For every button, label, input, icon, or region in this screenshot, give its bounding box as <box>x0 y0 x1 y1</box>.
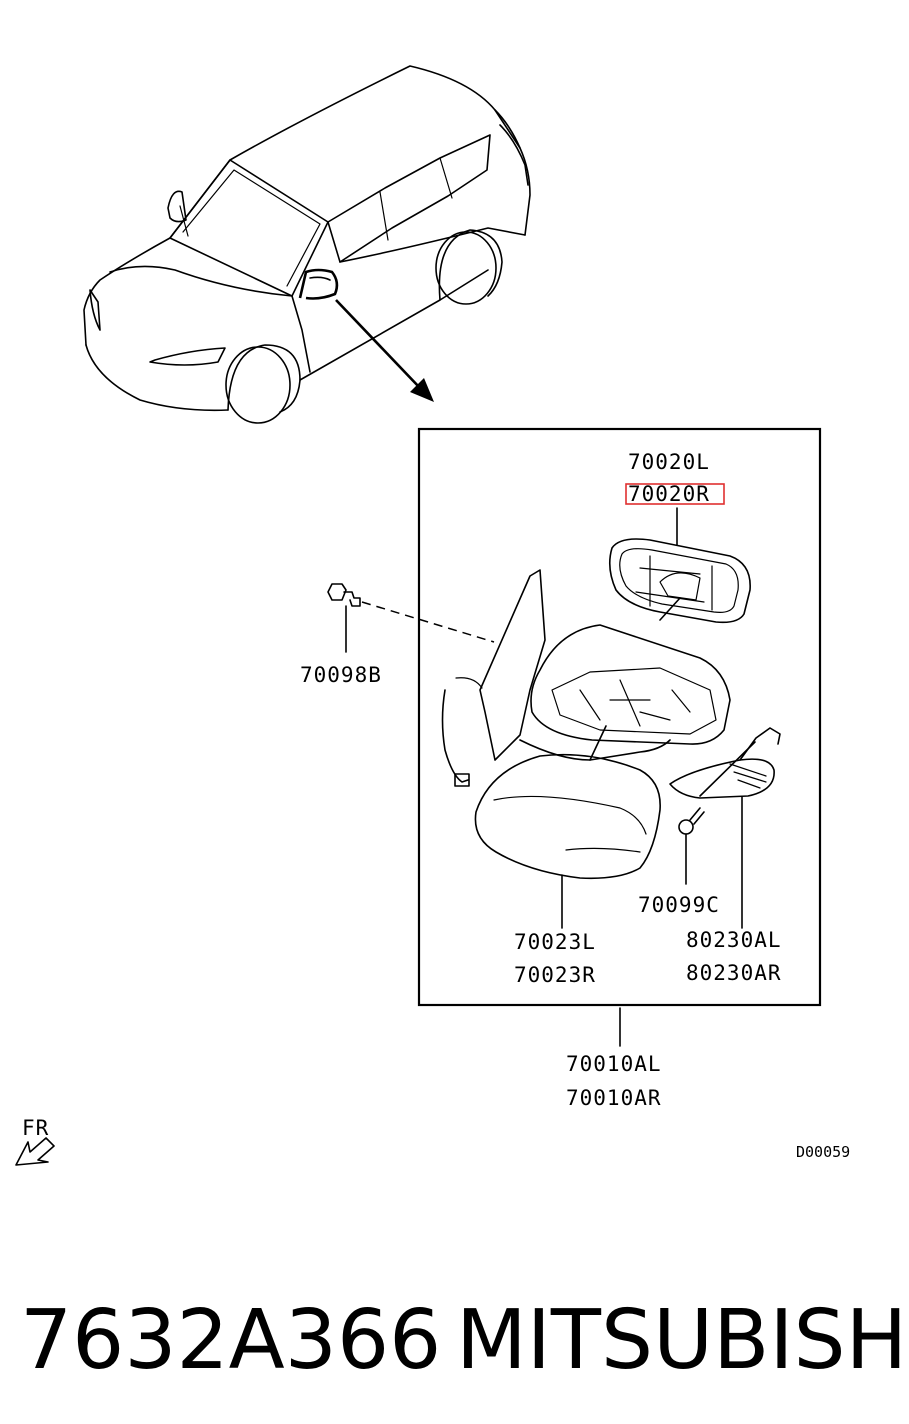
callout-assembly-left: 70010AL <box>566 1052 662 1076</box>
callout-mirror-glass-left: 70020L <box>628 450 710 474</box>
mirror-assembly <box>441 569 731 787</box>
callout-turn-lamp-right: 80230AR <box>686 961 782 985</box>
detail-frame <box>417 427 822 1007</box>
highlight-box <box>625 483 725 505</box>
callout-cover-left: 70023L <box>514 930 596 954</box>
screw-part <box>678 807 705 885</box>
direction-label: FR <box>22 1116 49 1140</box>
vehicle-illustration <box>83 65 531 424</box>
front-arrow-icon <box>15 1137 55 1166</box>
turn-lamp-part <box>669 727 781 929</box>
diagram-code: D00059 <box>796 1143 850 1161</box>
callout-screw: 70099C <box>638 893 720 917</box>
part-number: 7632A366 <box>20 1293 441 1388</box>
brand-name: MITSUBISHI <box>456 1293 909 1388</box>
mirror-cover <box>474 753 661 880</box>
callout-bolt: 70098B <box>300 663 382 687</box>
bolt-dash-leader <box>361 601 495 643</box>
callout-mirror-glass-right: 70020R <box>628 482 710 506</box>
bolt-part <box>327 583 361 653</box>
mirror-glass <box>608 538 751 624</box>
callout-turn-lamp-left: 80230AL <box>686 928 782 952</box>
callout-assembly-right: 70010AR <box>566 1086 662 1110</box>
callout-cover-right: 70023R <box>514 963 596 987</box>
